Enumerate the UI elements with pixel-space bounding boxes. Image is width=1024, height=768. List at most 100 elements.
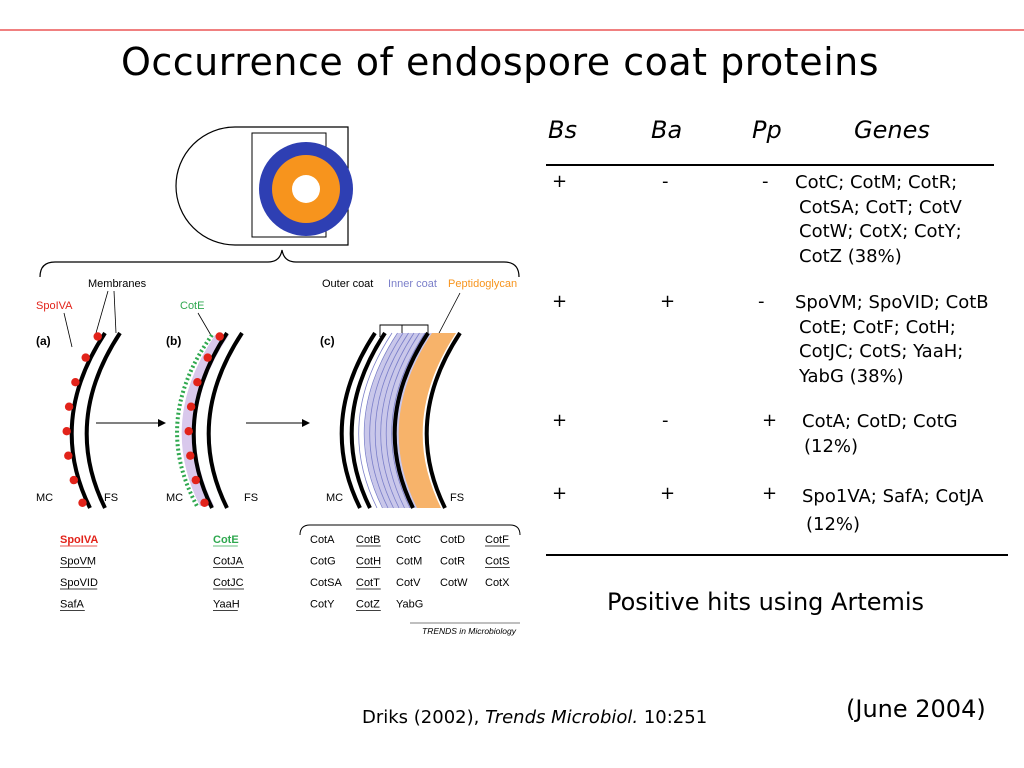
gene-line: (12%) bbox=[804, 435, 859, 457]
row-2-genes: SpoVM; SpoVID; CotB CotE; CotF; CotH; Co… bbox=[795, 291, 989, 389]
top-accent-line bbox=[0, 29, 1024, 31]
spoiva-dots bbox=[184, 332, 224, 507]
gene-line: CotSA; CotT; CotV bbox=[799, 196, 962, 218]
artemis-caption: Positive hits using Artemis bbox=[607, 588, 925, 616]
panel-a-membrane-outer bbox=[69, 331, 107, 509]
row-3-pp: + bbox=[762, 410, 778, 431]
cote-label: CotE bbox=[180, 300, 204, 312]
citation-ref: 10:251 bbox=[638, 707, 708, 728]
inner-coat-lamellae bbox=[358, 332, 426, 509]
gene-line: CotA; CotD; CotG bbox=[802, 411, 958, 432]
coat-protein-name: CotR bbox=[440, 556, 465, 568]
gene-line: Spo1VA; SafA; CotJA bbox=[802, 486, 984, 507]
spore-coat-figure: Membranes SpoIVA CotE Outer coat Inner c… bbox=[30, 115, 535, 650]
fs-label-b: FS bbox=[244, 492, 258, 504]
row-3-bs: + bbox=[552, 410, 568, 431]
panel-c-label: (c) bbox=[320, 334, 335, 348]
row-2-ba: + bbox=[660, 291, 676, 312]
protein-name: SpoVM bbox=[60, 556, 96, 568]
row-2-pp: - bbox=[758, 291, 765, 312]
mc-label-c: MC bbox=[326, 492, 343, 504]
citation-author: Driks (2002), bbox=[362, 707, 486, 728]
brace bbox=[39, 249, 520, 278]
panel-b-label: (b) bbox=[166, 334, 181, 348]
spoiva-dots bbox=[62, 332, 102, 507]
figure-source: TRENDS in Microbiology bbox=[422, 626, 517, 636]
arrow-a-to-b-head bbox=[158, 419, 166, 427]
panel-b-membrane-outer bbox=[191, 331, 229, 509]
spoiva-dot bbox=[78, 498, 87, 507]
row-4-pp: + bbox=[762, 483, 778, 504]
coat-protein-name: CotSA bbox=[310, 577, 342, 589]
mc-label-b: MC bbox=[166, 492, 183, 504]
row-4-bs: + bbox=[552, 483, 568, 504]
row-3-ba: - bbox=[662, 410, 669, 431]
row-1-genes: CotC; CotM; CotR; CotSA; CotT; CotV CotW… bbox=[795, 171, 962, 269]
spoiva-dot bbox=[71, 378, 80, 387]
coat-protein-name: CotT bbox=[356, 577, 380, 589]
protein-name: YaaH bbox=[213, 599, 240, 611]
panel-b-membrane-inner bbox=[206, 331, 244, 509]
fs-label-a: FS bbox=[104, 492, 118, 504]
row-1-ba: - bbox=[662, 171, 669, 192]
lamella-line bbox=[385, 332, 420, 509]
inner-coat-layer bbox=[364, 333, 432, 508]
panel-a-label: (a) bbox=[36, 334, 51, 348]
row-2-bs: + bbox=[552, 291, 568, 312]
gene-line: CotJC; CotS; YaaH; bbox=[799, 341, 964, 362]
spore-coat-diagram: Membranes SpoIVA CotE Outer coat Inner c… bbox=[36, 126, 521, 636]
outer-coat-label: Outer coat bbox=[322, 278, 373, 290]
spoiva-dot bbox=[191, 475, 200, 485]
spoiva-dot bbox=[186, 402, 196, 411]
coat-protein-name: CotW bbox=[440, 577, 468, 589]
protein-name: CotJC bbox=[213, 577, 244, 589]
lamella-line bbox=[363, 332, 398, 509]
spoiva-dot bbox=[64, 451, 73, 460]
lamella-line bbox=[369, 332, 404, 509]
header-ba: Ba bbox=[651, 116, 683, 144]
spoiva-pointer bbox=[63, 312, 73, 348]
gene-line: CotC; CotM; CotR; bbox=[795, 172, 958, 193]
spoiva-dot bbox=[186, 451, 195, 460]
table-top-rule bbox=[546, 164, 994, 166]
cote-pointer bbox=[197, 312, 213, 338]
coat-protein-name: CotA bbox=[310, 534, 335, 546]
gene-line: CotE; CotF; CotH; bbox=[799, 316, 956, 338]
citation-journal: Trends Microbiol. bbox=[485, 707, 639, 728]
peptidoglycan-layer bbox=[396, 333, 456, 508]
coat-protein-name: YabG bbox=[396, 599, 423, 611]
spoiva-dot bbox=[69, 475, 78, 485]
spoiva-dot bbox=[93, 332, 102, 341]
membranes-label: Membranes bbox=[88, 278, 147, 290]
spoiva-dot bbox=[203, 353, 212, 362]
cote-layer bbox=[175, 333, 214, 509]
lamella-line bbox=[374, 332, 409, 509]
spoiva-label: SpoIVA bbox=[36, 300, 73, 312]
panel-a-membrane-inner bbox=[84, 331, 122, 509]
gene-line: SpoVM; SpoVID; CotB bbox=[795, 292, 989, 313]
spoiva-dot bbox=[64, 402, 74, 411]
header-genes: Genes bbox=[854, 116, 930, 144]
coat-protein-name: CotG bbox=[310, 556, 336, 568]
protein-name: SpoVID bbox=[60, 577, 98, 589]
protein-name: SpoIVA bbox=[60, 534, 98, 546]
coat-protein-name: CotZ bbox=[356, 599, 380, 611]
peptidoglycan-label: Peptidoglycan bbox=[448, 278, 517, 290]
gene-line: (12%) bbox=[806, 514, 861, 535]
spore-core bbox=[292, 175, 320, 203]
panel-b-coat-shading bbox=[181, 335, 229, 506]
coat-protein-name: CotD bbox=[440, 534, 465, 546]
coat-protein-name: CotX bbox=[485, 577, 510, 589]
coat-protein-name: CotF bbox=[485, 534, 509, 546]
gene-line: YabG (38%) bbox=[799, 365, 904, 387]
gene-line: CotZ (38%) bbox=[799, 245, 902, 267]
spoiva-dot bbox=[193, 378, 202, 387]
panel-c-outer-coat-2 bbox=[349, 331, 387, 509]
arrow-b-to-c-head bbox=[302, 419, 310, 427]
date-label: (June 2004) bbox=[846, 695, 986, 723]
panel-c-outer-coat-1 bbox=[339, 331, 377, 509]
coat-protein-name: CotY bbox=[310, 599, 335, 611]
fs-label-c: FS bbox=[450, 492, 464, 504]
